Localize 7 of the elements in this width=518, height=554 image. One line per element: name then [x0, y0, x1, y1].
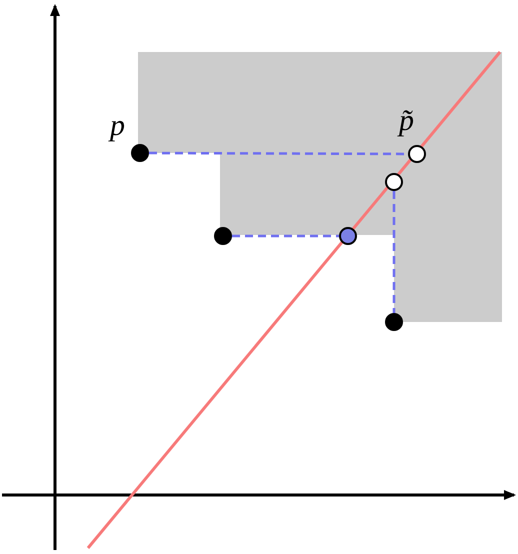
point-marker — [214, 227, 232, 245]
dashed-line — [392, 191, 396, 313]
dashed-line — [232, 234, 339, 238]
point-label: p̃ — [399, 106, 414, 136]
point-marker — [385, 313, 403, 331]
point-marker — [131, 144, 149, 162]
point-label: p — [110, 111, 125, 141]
